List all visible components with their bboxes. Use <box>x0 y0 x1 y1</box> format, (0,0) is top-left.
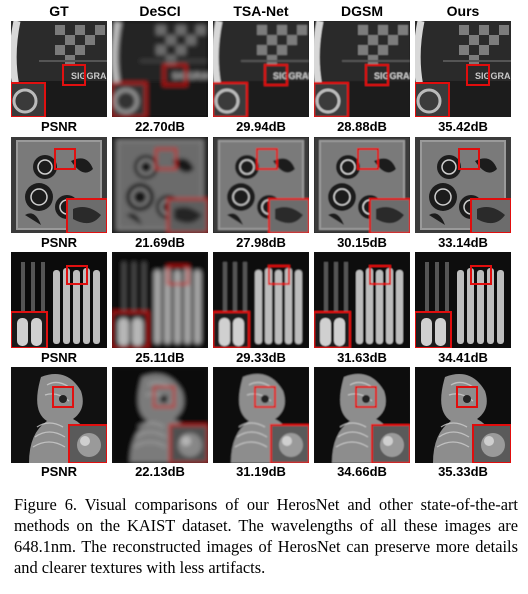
image-desci-card <box>112 137 208 233</box>
svg-text:SIGGRAPH: SIGGRAPH <box>475 71 511 81</box>
caption-text: Visual comparisons of our HerosNet and o… <box>14 495 518 577</box>
image-tsa-net-bars-graphic <box>213 252 309 348</box>
caption-label: Figure 6. <box>14 495 78 514</box>
image-desci-bars-graphic <box>112 252 208 348</box>
svg-text:SIGGRAPH: SIGGRAPH <box>172 71 208 81</box>
image-desci-card-graphic <box>112 137 208 233</box>
svg-text:SIGGRAPH: SIGGRAPH <box>273 71 309 81</box>
image-tsa-net-card <box>213 137 309 233</box>
psnr-value-ours: 34.41dB <box>438 350 488 365</box>
psnr-label: PSNR <box>40 235 78 250</box>
image-gt-card <box>11 137 107 233</box>
svg-text:SIGGRAPH: SIGGRAPH <box>71 71 107 81</box>
image-gt-cup: SIGGRAPH <box>11 21 107 117</box>
image-dgsm-lion-graphic <box>314 367 410 463</box>
image-ours-cup-graphic: SIGGRAPH <box>415 21 511 117</box>
image-tsa-net-lion <box>213 367 309 463</box>
psnr-value-ours: 35.42dB <box>438 119 488 134</box>
image-gt-lion-graphic <box>11 367 107 463</box>
image-gt-lion <box>11 367 107 463</box>
psnr-row-cup: PSNR 22.70dB 29.94dB 28.88dB 35.42dB <box>0 119 528 137</box>
image-ours-lion-graphic <box>415 367 511 463</box>
psnr-row-bars: PSNR 25.11dB 29.33dB 31.63dB 34.41dB <box>0 350 528 368</box>
psnr-value-tsa-net: 29.33dB <box>236 350 286 365</box>
image-tsa-net-cup: SIGGRAPH <box>213 21 309 117</box>
image-dgsm-card <box>314 137 410 233</box>
image-gt-card-graphic <box>11 137 107 233</box>
image-desci-bars <box>112 252 208 348</box>
image-dgsm-cup-graphic: SIGGRAPH <box>314 21 410 117</box>
image-ours-cup: SIGGRAPH <box>415 21 511 117</box>
psnr-value-tsa-net: 29.94dB <box>236 119 286 134</box>
psnr-row-lion: PSNR 22.13dB 31.19dB 34.66dB 35.33dB <box>0 464 528 482</box>
image-ours-card-graphic <box>415 137 511 233</box>
psnr-value-desci: 22.70dB <box>135 119 185 134</box>
psnr-value-desci: 22.13dB <box>135 464 185 479</box>
image-ours-lion <box>415 367 511 463</box>
image-desci-lion-graphic <box>112 367 208 463</box>
image-dgsm-bars <box>314 252 410 348</box>
psnr-value-ours: 35.33dB <box>438 464 488 479</box>
image-tsa-net-card-graphic <box>213 137 309 233</box>
psnr-value-tsa-net: 27.98dB <box>236 235 286 250</box>
column-header-tsa-net: TSA-Net <box>233 3 289 19</box>
column-header-dgsm: DGSM <box>341 3 383 19</box>
figure-caption: Figure 6. Visual comparisons of our Hero… <box>14 494 518 578</box>
image-gt-cup-graphic: SIGGRAPH <box>11 21 107 117</box>
image-dgsm-bars-graphic <box>314 252 410 348</box>
image-tsa-net-lion-graphic <box>213 367 309 463</box>
psnr-value-dgsm: 28.88dB <box>337 119 387 134</box>
image-ours-bars <box>415 252 511 348</box>
image-gt-bars-graphic <box>11 252 107 348</box>
psnr-label: PSNR <box>40 464 78 479</box>
column-header-ours: Ours <box>446 3 480 19</box>
image-tsa-net-bars <box>213 252 309 348</box>
psnr-value-ours: 33.14dB <box>438 235 488 250</box>
image-dgsm-card-graphic <box>314 137 410 233</box>
image-tsa-net-cup-graphic: SIGGRAPH <box>213 21 309 117</box>
image-dgsm-lion <box>314 367 410 463</box>
image-ours-card <box>415 137 511 233</box>
psnr-value-desci: 25.11dB <box>135 350 185 365</box>
psnr-value-dgsm: 34.66dB <box>337 464 387 479</box>
psnr-value-desci: 21.69dB <box>135 235 185 250</box>
psnr-value-tsa-net: 31.19dB <box>236 464 286 479</box>
column-header-desci: DeSCI <box>139 3 181 19</box>
psnr-row-card: PSNR 21.69dB 27.98dB 30.15dB 33.14dB <box>0 235 528 253</box>
image-desci-cup: SIGGRAPH <box>112 21 208 117</box>
column-header-gt: GT <box>49 3 69 19</box>
psnr-label: PSNR <box>40 350 78 365</box>
image-dgsm-cup: SIGGRAPH <box>314 21 410 117</box>
psnr-value-dgsm: 30.15dB <box>337 235 387 250</box>
image-gt-bars <box>11 252 107 348</box>
svg-text:SIGGRAPH: SIGGRAPH <box>374 71 410 81</box>
psnr-value-dgsm: 31.63dB <box>337 350 387 365</box>
image-desci-lion <box>112 367 208 463</box>
image-ours-bars-graphic <box>415 252 511 348</box>
psnr-label: PSNR <box>40 119 78 134</box>
image-desci-cup-graphic: SIGGRAPH <box>112 21 208 117</box>
